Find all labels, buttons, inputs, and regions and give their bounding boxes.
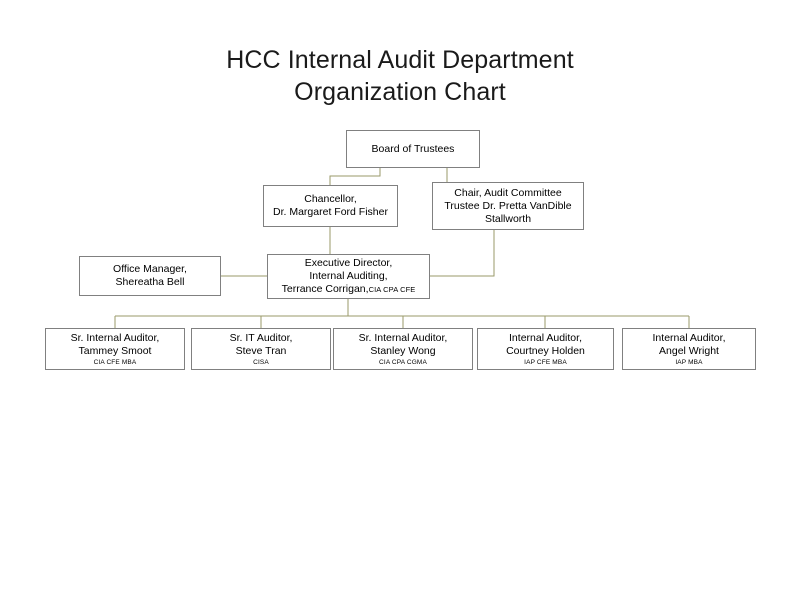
node-auditor-3-credentials: CIA CPA CGMA bbox=[379, 358, 427, 366]
node-executive-director-name: Terrance Corrigan, bbox=[281, 283, 369, 295]
node-auditor-5-line1: Internal Auditor, bbox=[652, 331, 726, 344]
node-auditor-1[interactable]: Sr. Internal Auditor, Tammey Smoot CIA C… bbox=[45, 328, 185, 370]
node-chair-line1: Chair, Audit Committee bbox=[454, 186, 562, 199]
node-executive-director-line3: Terrance Corrigan,CIA CPA CFE bbox=[282, 283, 416, 296]
node-executive-director[interactable]: Executive Director, Internal Auditing, T… bbox=[267, 254, 430, 299]
node-office-manager-line2: Shereatha Bell bbox=[115, 276, 185, 288]
node-office-manager-line1: Office Manager, bbox=[113, 263, 187, 275]
node-auditor-1-credentials: CIA CFE MBA bbox=[93, 358, 137, 366]
node-auditor-5-credentials: IAP MBA bbox=[675, 358, 703, 366]
node-auditor-3-line1: Sr. Internal Auditor, bbox=[358, 331, 448, 344]
node-auditor-4-line2: Courtney Holden bbox=[506, 344, 585, 357]
node-auditor-2[interactable]: Sr. IT Auditor, Steve Tran CISA bbox=[191, 328, 331, 370]
page-title: HCC Internal Audit Department Organizati… bbox=[226, 46, 574, 106]
node-auditor-3-line2: Stanley Wong bbox=[370, 344, 436, 357]
node-auditor-4-line1: Internal Auditor, bbox=[509, 331, 582, 344]
node-auditor-2-credentials: CISA bbox=[253, 358, 269, 366]
node-chair-line3: Stallworth bbox=[484, 212, 532, 225]
node-chair-line2: Trustee Dr. Pretta VanDible bbox=[444, 199, 572, 212]
node-auditor-2-line1: Sr. IT Auditor, bbox=[229, 331, 293, 344]
node-executive-director-line2: Internal Auditing, bbox=[309, 270, 388, 282]
node-auditor-5[interactable]: Internal Auditor, Angel Wright IAP MBA bbox=[622, 328, 756, 370]
node-board-of-trustees[interactable]: Board of Trustees bbox=[346, 130, 480, 168]
node-chancellor-line1: Chancellor, bbox=[304, 193, 357, 205]
node-auditor-4[interactable]: Internal Auditor, Courtney Holden IAP CF… bbox=[477, 328, 614, 370]
link-board-chancellor bbox=[329, 168, 381, 185]
node-office-manager[interactable]: Office Manager, Shereatha Bell bbox=[79, 256, 221, 296]
node-chancellor-line2: Dr. Margaret Ford Fisher bbox=[273, 206, 388, 218]
node-auditor-2-line2: Steve Tran bbox=[235, 344, 287, 357]
node-chair-audit-committee[interactable]: Chair, Audit Committee Trustee Dr. Prett… bbox=[432, 182, 584, 230]
node-board-line1: Board of Trustees bbox=[371, 142, 455, 155]
node-chancellor[interactable]: Chancellor, Dr. Margaret Ford Fisher bbox=[263, 185, 398, 227]
node-executive-director-line1: Executive Director, bbox=[304, 257, 393, 269]
node-auditor-3[interactable]: Sr. Internal Auditor, Stanley Wong CIA C… bbox=[333, 328, 473, 370]
node-auditor-1-line1: Sr. Internal Auditor, bbox=[70, 331, 160, 344]
node-auditor-5-line2: Angel Wright bbox=[659, 344, 719, 357]
node-auditor-1-line2: Tammey Smoot bbox=[78, 344, 152, 357]
node-auditor-4-credentials: IAP CFE MBA bbox=[524, 358, 567, 366]
node-executive-director-credentials: CIA CPA CFE bbox=[368, 285, 416, 294]
link-chair-execdir bbox=[430, 230, 495, 277]
